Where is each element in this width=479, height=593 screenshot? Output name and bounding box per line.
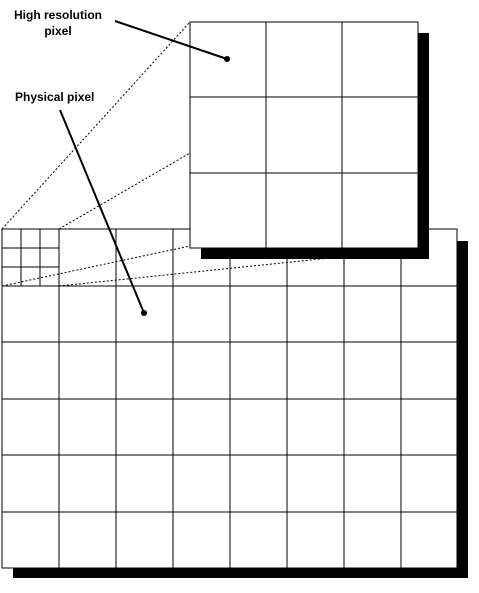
physical-dot (141, 310, 147, 316)
high-res-dot (224, 56, 230, 62)
subdivided-pixel (2, 229, 59, 286)
magnified-grid-background (189, 21, 419, 249)
physical-pixel-label: Physical pixel (15, 90, 94, 104)
high-res-label-line2: pixel (44, 24, 71, 38)
physical-grid (1, 228, 468, 578)
high-res-leader-line (114, 20, 228, 60)
magnified-grid-lines (190, 22, 418, 248)
physical-leader-line (59, 109, 145, 314)
physical-pointer (59, 109, 147, 316)
high-res-pointer (114, 20, 230, 62)
projection-lines (1, 21, 331, 287)
high-res-label-line1: High resolution (14, 8, 102, 22)
physical-grid-lines (2, 229, 457, 568)
